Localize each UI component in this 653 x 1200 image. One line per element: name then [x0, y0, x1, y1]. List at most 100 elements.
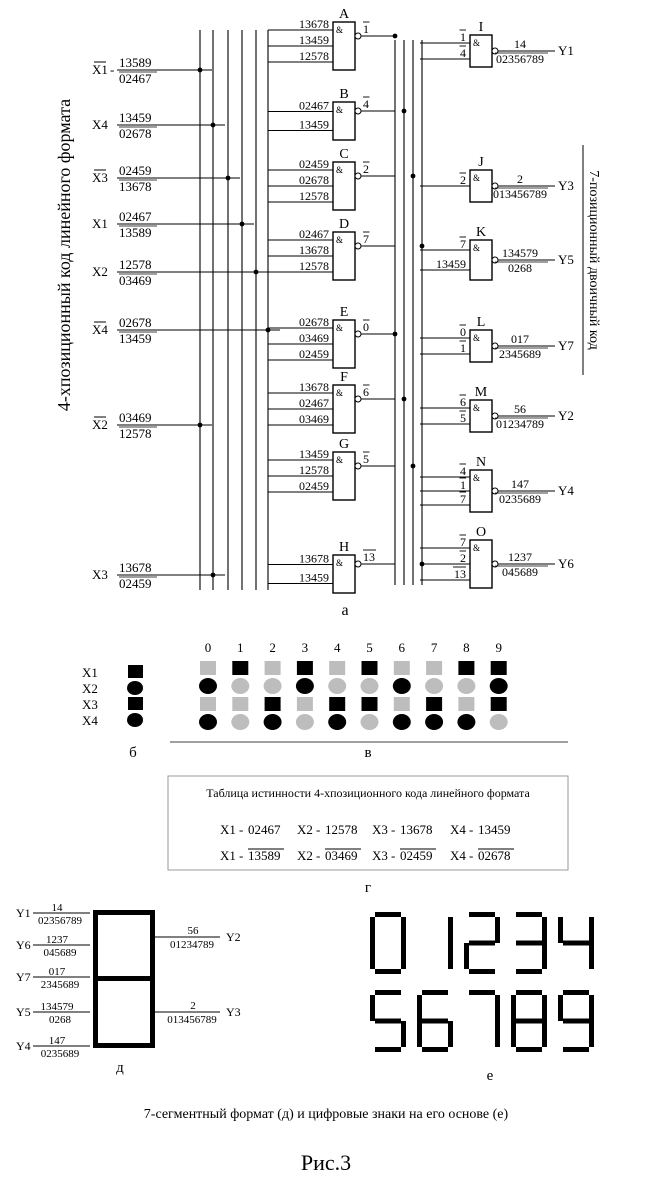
digit-segment: [542, 943, 547, 969]
inverter-bubble: [354, 395, 362, 403]
truth-sep: -: [239, 822, 243, 837]
input-top-code: 13678: [119, 560, 152, 575]
output-label: Y6: [558, 556, 574, 571]
truth-value: 13459: [478, 822, 511, 837]
gate-and-symbol: &: [336, 165, 343, 175]
square-marker: [200, 661, 216, 675]
circle-marker: [263, 678, 282, 694]
square-marker: [361, 697, 378, 711]
square-marker: [458, 661, 475, 675]
circle-marker: [231, 714, 250, 730]
output-label: Y7: [558, 338, 574, 353]
truth-var: X4: [450, 822, 466, 837]
segment-bottom-code: 2345689: [41, 979, 80, 991]
inverter-bubble: [354, 330, 362, 338]
gate-input-code: 4: [460, 46, 466, 60]
digit-segment: [370, 917, 375, 943]
circle-marker: [263, 714, 282, 730]
digit-segment: [469, 990, 495, 995]
digit-column-label: 0: [205, 640, 212, 655]
digit-segment: [563, 940, 589, 946]
gate-input-code: 5: [460, 411, 466, 425]
gate-output-bottom: 2345689: [499, 347, 541, 361]
gate-output-bottom: 0268: [508, 261, 532, 275]
digit-segment: [511, 1021, 516, 1047]
gate-input-code: 02467: [299, 396, 329, 410]
circle-marker: [199, 678, 217, 694]
gate-input-code: 12578: [299, 189, 329, 203]
caption-g: г: [365, 880, 371, 896]
junction-dot: [410, 173, 416, 179]
digit-segment: [401, 943, 406, 969]
truth-sep: -: [469, 848, 473, 863]
digit-column-label: 7: [431, 640, 438, 655]
gate-and-symbol: &: [336, 235, 343, 245]
gate-letter: C: [339, 147, 348, 162]
digit-glyph-0: [370, 912, 406, 974]
digit-glyph-6: [417, 990, 453, 1052]
gate-input-code: 1: [460, 341, 466, 355]
junction-dot: [410, 463, 416, 469]
gate-input-code: 02459: [299, 157, 329, 171]
gate-input-code: 7: [460, 492, 466, 506]
segment: [93, 976, 155, 981]
truth-var: X4: [450, 848, 466, 863]
segment-top-code: 147: [49, 1035, 66, 1047]
digit-segment: [401, 917, 406, 943]
gate-output-top: 147: [511, 477, 529, 491]
segment-output-label: Y1: [16, 906, 31, 920]
square-marker: [232, 661, 249, 675]
inverter-bubble: [354, 560, 362, 568]
input-name: X2: [92, 417, 108, 432]
input-top-code: 13459: [119, 110, 152, 125]
input-top-code: 02459: [119, 163, 152, 178]
square-marker: [393, 661, 410, 675]
gate-input-code: 12578: [299, 259, 329, 273]
truth-sep: -: [316, 822, 320, 837]
digit-segment: [542, 995, 547, 1021]
gate-input-code: 12578: [299, 49, 329, 63]
digit-segment: [516, 940, 542, 946]
digit-segment: [516, 990, 542, 995]
gate-and-symbol: &: [336, 25, 343, 35]
digit-glyph-3: [516, 912, 547, 974]
gate-input-code: 13: [454, 567, 466, 581]
digit-segment: [589, 943, 594, 969]
digit-glyph-5: [370, 990, 406, 1052]
segment-bottom-code: 045689: [44, 947, 78, 959]
gate-input-code: 13678: [299, 17, 329, 31]
gate-output-top: 2: [517, 172, 523, 186]
circle-marker: [457, 714, 476, 730]
digit-column-label: 6: [399, 640, 406, 655]
figure-caption: 7-сегментный формат (д) и цифровые знаки…: [144, 1107, 509, 1122]
gate-output-top: 1237: [508, 550, 532, 564]
segment: [93, 910, 155, 915]
digit-segment: [469, 912, 495, 917]
digit-glyph-8: [511, 990, 547, 1052]
legend-label: X4: [82, 713, 98, 728]
circle-marker: [425, 678, 444, 694]
gate-input-code: 02459: [299, 479, 329, 493]
digit-segment: [375, 1018, 401, 1024]
digit-segment: [448, 943, 453, 969]
digit-segment: [469, 969, 495, 974]
gate-input-code: 0: [460, 325, 466, 339]
truth-var: X2: [297, 822, 313, 837]
junction-dot: [401, 396, 407, 402]
circle-marker: [489, 678, 508, 694]
gate-input-code: 4: [460, 464, 466, 478]
circle-marker: [295, 714, 314, 730]
